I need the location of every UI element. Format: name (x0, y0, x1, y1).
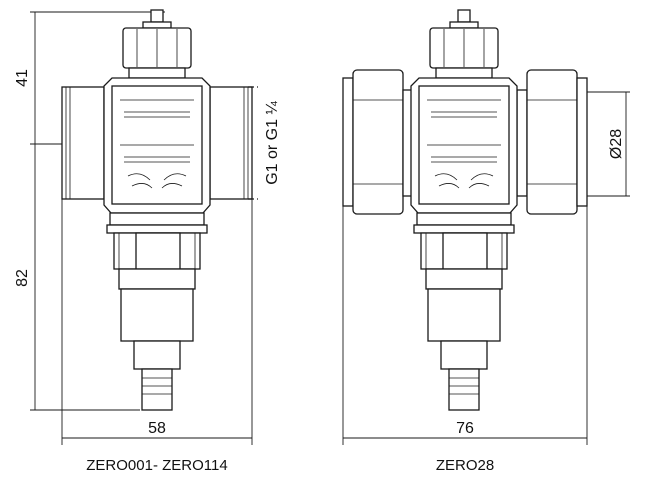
thread-size-label: G1 or G1 ¼ (264, 101, 281, 185)
caption-left: ZERO001- ZERO114 (86, 457, 227, 474)
diameter-dimension (587, 91, 630, 197)
thread-dimension (248, 86, 258, 200)
valve-right (342, 9, 588, 411)
dimension-58-label: 58 (148, 420, 166, 437)
left-width-dimension (61, 199, 253, 445)
diameter-label: Ø28 (608, 129, 625, 159)
right-width-dimension (342, 206, 588, 445)
dimension-82-label: 82 (14, 269, 31, 287)
left-height-dimensions (30, 11, 165, 411)
dimension-41-label: 41 (14, 69, 31, 87)
caption-right: ZERO28 (436, 457, 494, 474)
valve-left (61, 9, 253, 411)
dimension-76-label: 76 (456, 420, 474, 437)
